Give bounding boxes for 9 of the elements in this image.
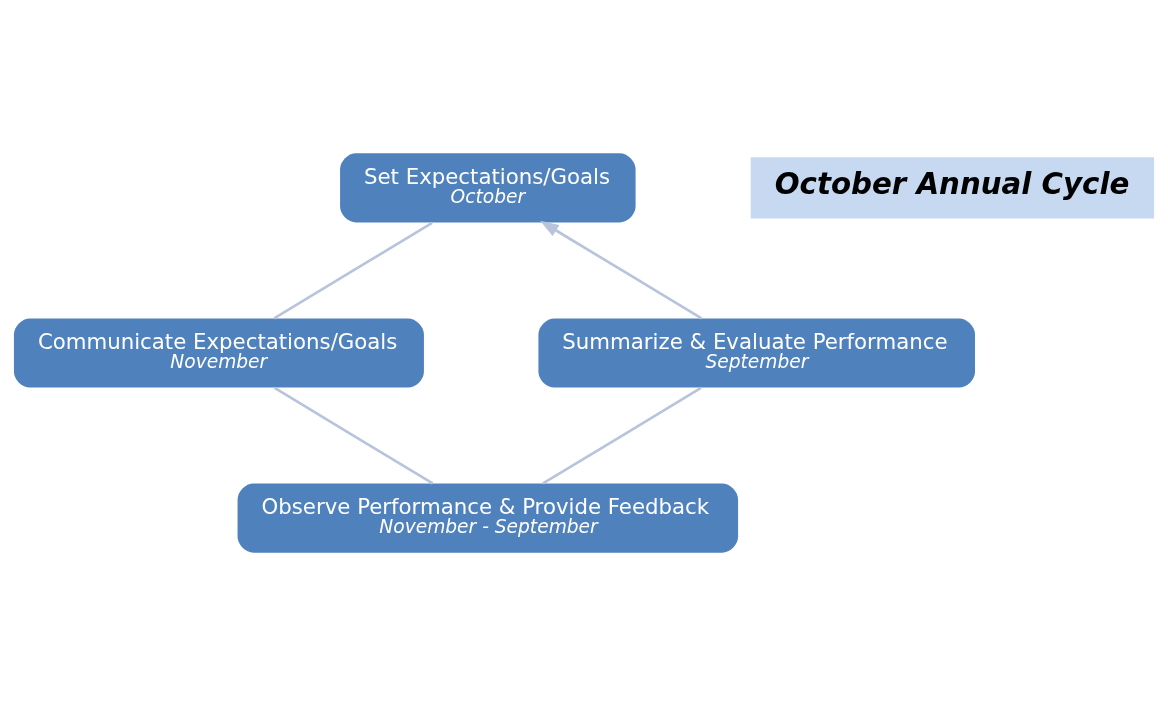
node-box: Observe Performance & Provide Feedback November - September (237, 483, 739, 553)
connector (273, 221, 433, 320)
arrow (540, 220, 703, 320)
node-box: Summarize & Evaluate Performance September (538, 318, 976, 388)
node-box: October Annual Cycle (750, 157, 1155, 219)
connector (542, 386, 702, 485)
connector (273, 386, 434, 485)
node-box: Set Expectations/Goals October (340, 153, 636, 223)
node-box: Communicate Expectations/Goals November (13, 318, 424, 388)
